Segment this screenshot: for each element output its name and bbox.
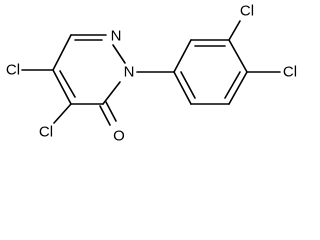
bond-c4-cl: [53, 103, 72, 124]
bond-c3-o-second: [105, 101, 117, 122]
atom-cl-para-label: Cl: [283, 64, 297, 81]
bond-ar3-cl: [228, 20, 241, 41]
bond-ar6-ar1: [173, 71, 192, 105]
molecule-diagram: N N O Cl Cl Cl Cl: [6, 3, 297, 145]
bond-ar3-ar4: [228, 39, 248, 73]
bond-ar1-ar2: [173, 39, 192, 73]
structure-canvas: N N O Cl Cl Cl Cl: [6, 3, 297, 145]
carbonyl-group: [99, 101, 117, 126]
bond-c5-c6: [52, 34, 72, 71]
bond-c4-c5-inner: [59, 70, 76, 98]
bond-ar4-ar5: [228, 71, 248, 105]
atom-cl-c4-label: Cl: [39, 124, 53, 141]
atom-cl-c5-label: Cl: [6, 62, 20, 79]
bond-c4-c5: [52, 69, 72, 105]
atom-n1-label: N: [111, 28, 122, 45]
bond-ar6-ar1-inner: [180, 71, 196, 99]
atom-o-label: O: [113, 128, 125, 145]
pyridazinone-ring: [52, 34, 126, 105]
atom-n2-label: N: [124, 64, 135, 81]
bond-c3-o: [99, 105, 111, 126]
bond-n1-n2: [112, 44, 126, 64]
bond-ar4-ar5-inner: [224, 71, 241, 99]
bond-n2-c3: [102, 81, 121, 105]
dichlorophenyl-ring: [173, 39, 248, 105]
ring-substituents: [21, 69, 72, 124]
aryl-substituents: [228, 20, 281, 73]
atom-cl-meta-label: Cl: [240, 3, 254, 20]
